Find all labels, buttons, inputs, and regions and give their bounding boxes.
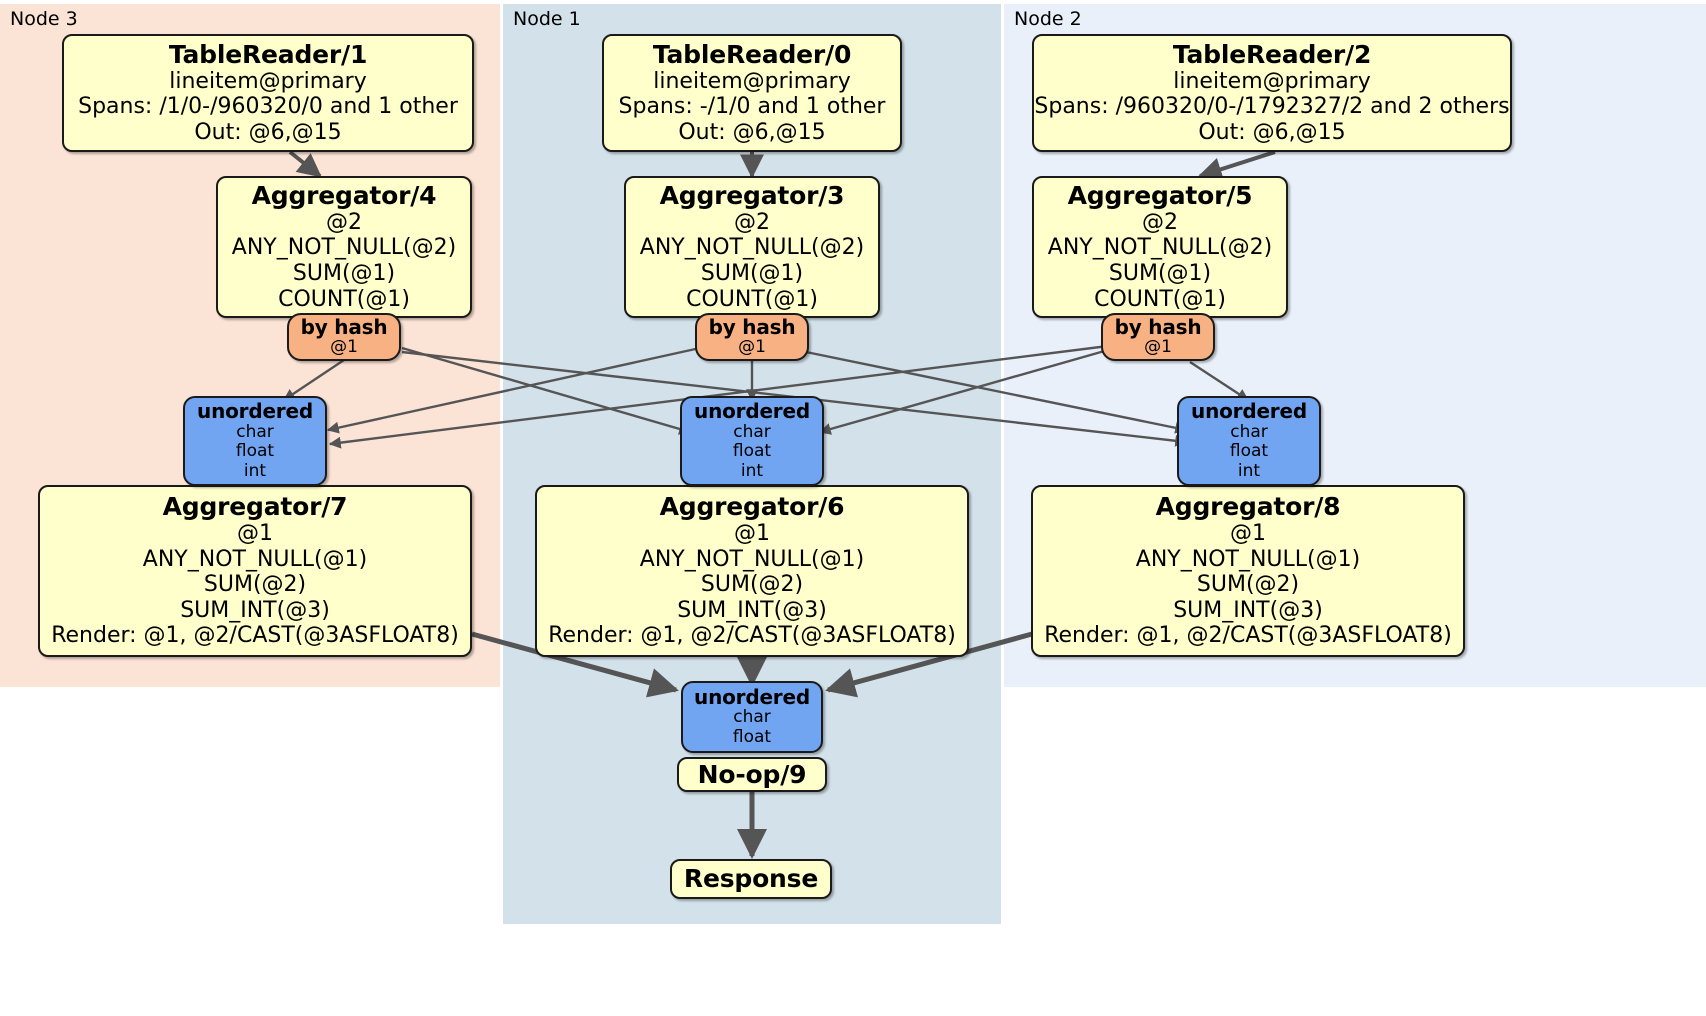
- router-by-hash-left[interactable]: by hash @1: [287, 313, 401, 361]
- processor-line: COUNT(@1): [1094, 286, 1226, 312]
- processor-title: Aggregator/3: [659, 180, 845, 210]
- receiver-line: char: [236, 421, 274, 442]
- processor-line: Out: @6,@15: [194, 119, 342, 145]
- processor-line: lineitem@primary: [169, 68, 367, 94]
- processor-line: SUM(@1): [1108, 261, 1212, 286]
- processor-tablereader-2[interactable]: TableReader/2 lineitem@primary Spans: /9…: [1032, 34, 1512, 152]
- processor-line: Render: @1, @2/CAST(@3ASFLOAT8): [51, 623, 459, 649]
- processor-noop-9[interactable]: No-op/9: [677, 757, 827, 792]
- processor-line: Spans: /1/0-/960320/0 and 1 other: [78, 94, 458, 120]
- processor-tablereader-1[interactable]: TableReader/1 lineitem@primary Spans: /1…: [62, 34, 474, 152]
- receiver-title: unordered: [197, 399, 313, 424]
- node-panel-label-node1: Node 1: [513, 8, 581, 30]
- processor-response[interactable]: Response: [670, 859, 832, 899]
- router-line: @1: [738, 337, 766, 358]
- router-line: @1: [330, 337, 358, 358]
- processor-line: Spans: /960320/0-/1792327/2 and 2 others: [1034, 94, 1510, 120]
- processor-line: ANY_NOT_NULL(@2): [639, 235, 865, 261]
- processor-tablereader-0[interactable]: TableReader/0 lineitem@primary Spans: -/…: [602, 34, 902, 152]
- router-title: by hash: [708, 314, 796, 339]
- receiver-line: float: [732, 727, 772, 748]
- processor-line: SUM(@1): [700, 261, 804, 286]
- processor-line: COUNT(@1): [278, 286, 410, 312]
- receiver-title: unordered: [694, 399, 810, 424]
- processor-line: @1: [734, 521, 770, 547]
- processor-title: Aggregator/6: [659, 492, 845, 522]
- processor-aggregator-4[interactable]: Aggregator/4 @2 ANY_NOT_NULL(@2) SUM(@1)…: [216, 176, 472, 318]
- processor-line: @2: [1142, 209, 1178, 235]
- processor-line: SUM(@2): [700, 572, 804, 598]
- processor-title: TableReader/0: [652, 39, 852, 69]
- processor-title: Response: [683, 864, 819, 893]
- receiver-line: char: [733, 707, 771, 728]
- receiver-title: unordered: [694, 685, 810, 710]
- router-title: by hash: [1114, 314, 1202, 339]
- receiver-unordered-final[interactable]: unordered char float: [681, 681, 823, 753]
- router-by-hash-middle[interactable]: by hash @1: [695, 313, 809, 361]
- processor-line: ANY_NOT_NULL(@2): [231, 235, 457, 261]
- receiver-title: unordered: [1191, 399, 1307, 424]
- router-by-hash-right[interactable]: by hash @1: [1101, 313, 1215, 361]
- processor-line: ANY_NOT_NULL(@1): [639, 546, 865, 572]
- processor-line: Out: @6,@15: [1198, 119, 1346, 145]
- processor-line: SUM_INT(@3): [1173, 597, 1323, 623]
- processor-line: @2: [326, 209, 362, 235]
- processor-line: ANY_NOT_NULL(@1): [142, 546, 368, 572]
- processor-line: COUNT(@1): [686, 286, 818, 312]
- receiver-unordered-right[interactable]: unordered char float int: [1177, 396, 1321, 486]
- receiver-line: float: [1229, 441, 1269, 462]
- router-line: @1: [1144, 337, 1172, 358]
- processor-line: ANY_NOT_NULL(@2): [1047, 235, 1273, 261]
- processor-line: lineitem@primary: [1173, 68, 1371, 94]
- processor-title: TableReader/1: [168, 39, 368, 69]
- processor-title: Aggregator/5: [1067, 180, 1253, 210]
- processor-title: Aggregator/8: [1155, 492, 1341, 522]
- processor-line: @1: [1230, 521, 1266, 547]
- processor-line: SUM_INT(@3): [180, 597, 330, 623]
- processor-line: Render: @1, @2/CAST(@3ASFLOAT8): [1044, 623, 1452, 649]
- processor-line: Spans: -/1/0 and 1 other: [618, 94, 886, 120]
- processor-line: Out: @6,@15: [678, 119, 826, 145]
- processor-line: @2: [734, 209, 770, 235]
- router-title: by hash: [300, 314, 388, 339]
- processor-line: SUM(@2): [1196, 572, 1300, 598]
- processor-title: TableReader/2: [1172, 39, 1372, 69]
- processor-title: Aggregator/7: [162, 492, 348, 522]
- processor-line: @1: [237, 521, 273, 547]
- processor-title: No-op/9: [697, 759, 807, 789]
- processor-line: SUM(@1): [292, 261, 396, 286]
- processor-line: ANY_NOT_NULL(@1): [1135, 546, 1361, 572]
- node-panel-label-node3: Node 3: [10, 8, 78, 30]
- node-panel-label-node2: Node 2: [1014, 8, 1082, 30]
- receiver-line: int: [740, 461, 764, 482]
- processor-aggregator-3[interactable]: Aggregator/3 @2 ANY_NOT_NULL(@2) SUM(@1)…: [624, 176, 880, 318]
- receiver-line: char: [1230, 421, 1268, 442]
- processor-line: Render: @1, @2/CAST(@3ASFLOAT8): [548, 623, 956, 649]
- processor-aggregator-8[interactable]: Aggregator/8 @1 ANY_NOT_NULL(@1) SUM(@2)…: [1031, 485, 1465, 657]
- receiver-line: int: [1237, 461, 1261, 482]
- receiver-line: float: [732, 441, 772, 462]
- processor-aggregator-7[interactable]: Aggregator/7 @1 ANY_NOT_NULL(@1) SUM(@2)…: [38, 485, 472, 657]
- receiver-line: char: [733, 421, 771, 442]
- processor-line: SUM_INT(@3): [677, 597, 827, 623]
- receiver-line: int: [243, 461, 267, 482]
- receiver-unordered-middle[interactable]: unordered char float int: [680, 396, 824, 486]
- processor-aggregator-5[interactable]: Aggregator/5 @2 ANY_NOT_NULL(@2) SUM(@1)…: [1032, 176, 1288, 318]
- processor-line: SUM(@2): [203, 572, 307, 598]
- processor-title: Aggregator/4: [251, 180, 437, 210]
- receiver-unordered-left[interactable]: unordered char float int: [183, 396, 327, 486]
- processor-aggregator-6[interactable]: Aggregator/6 @1 ANY_NOT_NULL(@1) SUM(@2)…: [535, 485, 969, 657]
- receiver-line: float: [235, 441, 275, 462]
- processor-line: lineitem@primary: [653, 68, 851, 94]
